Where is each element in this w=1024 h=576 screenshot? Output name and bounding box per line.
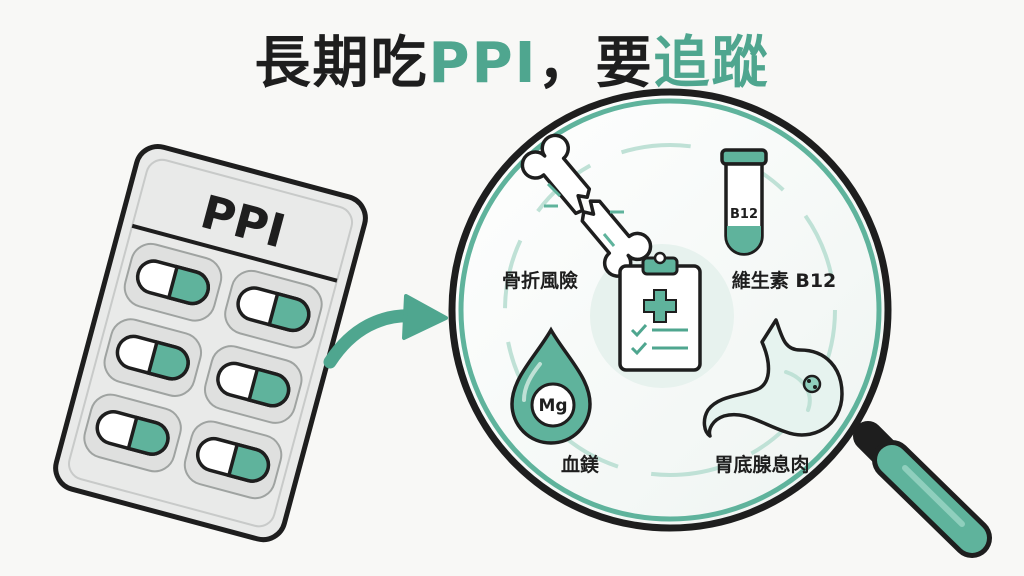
title-part-2: PPI <box>428 31 538 96</box>
broken-bone-icon <box>520 133 653 278</box>
capsule-well <box>224 269 323 349</box>
title-part-4: 追蹤 <box>653 31 770 96</box>
stomach-icon <box>702 318 844 438</box>
risk-label-magnesium: 血鎂 <box>561 453 599 476</box>
tube-text: B12 <box>730 207 758 222</box>
capsule-well <box>204 345 303 424</box>
magnifier-handle <box>853 421 992 558</box>
title-part-3: ，要 <box>537 31 654 96</box>
capsule-well <box>103 318 203 397</box>
capsule-grid <box>83 242 323 500</box>
test-tube-icon: B12 <box>720 148 768 256</box>
capsule-well <box>123 242 223 322</box>
drop-icon: Mg <box>510 326 592 445</box>
capsule-well <box>183 420 283 500</box>
arrow <box>323 294 448 369</box>
blister-pack: PPI <box>53 144 368 543</box>
risk-label-fracture: 骨折風險 <box>502 269 578 292</box>
page-title: 長期吃PPI，要追蹤 <box>0 18 1024 99</box>
risk-label-b12: 維生素 B12 <box>732 269 837 292</box>
title-part-1: 長期吃 <box>254 31 429 96</box>
capsule-well <box>83 393 182 473</box>
risk-label-polyp: 胃底腺息肉 <box>714 453 809 476</box>
drop-text: Mg <box>538 396 567 416</box>
clipboard-icon <box>618 251 702 372</box>
